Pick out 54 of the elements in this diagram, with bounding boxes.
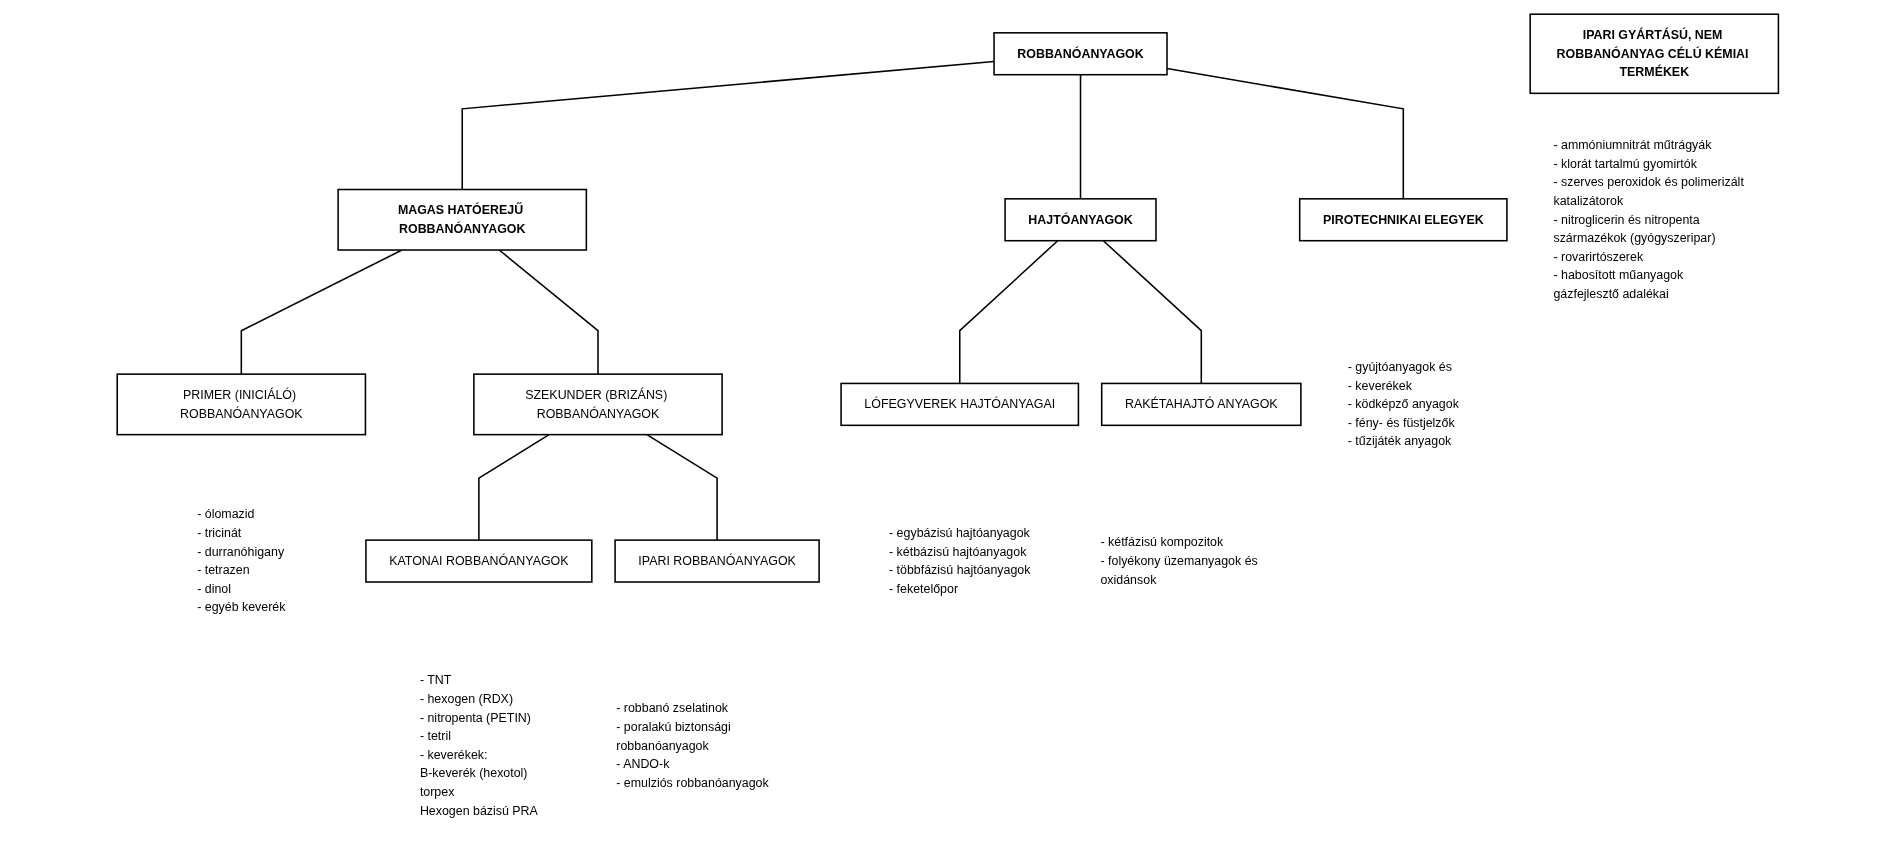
node-label: - poralakú biztonsági robbanóanyagok	[616, 720, 731, 752]
node-label: - habosított műanyagok gázfejlesztő adalékai	[1553, 268, 1684, 301]
node-label: - ólomazid	[197, 507, 255, 521]
node-box: RAKÉTAHAJTÓ ANYAGOK	[1101, 382, 1302, 427]
node-box: IPARI GYÁRTÁSÚ, NEM ROBBANÓANYAG CÉLÚ KÉMIAI TERMÉKEK	[1529, 13, 1780, 95]
node-label: - dinol	[197, 582, 232, 596]
node-label: - tetrazen	[197, 563, 250, 577]
node-label: - ANDO-k	[616, 757, 670, 771]
node-label: - gyújtóanyagok és	[1347, 360, 1453, 374]
node-label: - szerves peroxidok és polimerizált katalizátorok	[1553, 175, 1745, 208]
node-label: - tricinát	[197, 526, 242, 540]
node-label: - feketelőpor	[889, 582, 959, 596]
node-label: B-keverék (hexotol)	[420, 766, 528, 780]
connector	[478, 433, 551, 541]
node-box: ROBBANÓANYAGOK	[993, 32, 1168, 76]
node-label: - fény- és füstjelzők	[1347, 416, 1455, 430]
node-box: PRIMER (INICIÁLÓ) ROBBANÓANYAGOK	[116, 373, 367, 436]
node-box: IPARI ROBBANÓANYAGOK	[614, 539, 821, 583]
node-label: - egybázisú hajtóanyagok	[889, 526, 1030, 540]
node-label: - egyéb keverék	[197, 600, 286, 614]
connector	[959, 239, 1059, 385]
connector	[1102, 239, 1203, 385]
node-box: SZEKUNDER (BRIZÁNS) ROBBANÓANYAGOK	[473, 373, 724, 436]
node-label: - durranóhigany	[197, 544, 285, 558]
node-box: MAGAS HATÓEREJŰ ROBBANÓANYAGOK	[337, 188, 588, 251]
node-label: - keverékek	[1347, 378, 1413, 392]
node-label: - klorát tartalmú gyomirtók	[1553, 156, 1698, 171]
node-label: - emulziós robbanóanyagok	[616, 775, 769, 790]
node-label: - kétfázisú kompozitok	[1100, 535, 1224, 549]
node-label: - nitroglicerin és nitropenta származékok (gyógyszeripar)	[1553, 212, 1716, 245]
node-box: KATONAI ROBBANÓANYAGOK	[365, 539, 593, 583]
node-label: Hexogen bázisú PRA	[420, 803, 539, 818]
node-label: - nitropenta (PETIN)	[420, 710, 532, 724]
node-label: - tűzijáték anyagok	[1347, 434, 1452, 448]
node-label: - TNT	[420, 673, 452, 687]
node-box: HAJTÓANYAGOK	[1004, 198, 1157, 242]
node-label: - robbanó zselatinok	[616, 701, 729, 715]
connector	[240, 249, 403, 375]
node-label: - ködképző anyagok	[1347, 397, 1460, 411]
node-label: - folyékony üzemanyagok és oxidánsok	[1100, 554, 1258, 586]
node-label: - ammóniumnitrát műtrágyák	[1553, 138, 1712, 152]
node-label: - tetril	[420, 729, 452, 743]
node-label: - kétbázisú hajtóanyagok	[889, 544, 1027, 558]
node-label: - rovarirtószerek	[1553, 250, 1644, 264]
connector	[646, 433, 719, 541]
connector	[461, 60, 995, 191]
node-label: torpex	[420, 785, 455, 799]
node-label: - hexogen (RDX)	[420, 692, 514, 706]
node-label: - keverékek:	[420, 748, 488, 762]
node-box: PIROTECHNIKAI ELEGYEK	[1299, 198, 1508, 242]
connector	[498, 249, 599, 375]
node-label: - többfázisú hajtóanyagok	[889, 563, 1031, 577]
node-box: LÓFEGYVEREK HAJTÓANYAGAI	[840, 382, 1080, 427]
connector	[1079, 73, 1082, 200]
